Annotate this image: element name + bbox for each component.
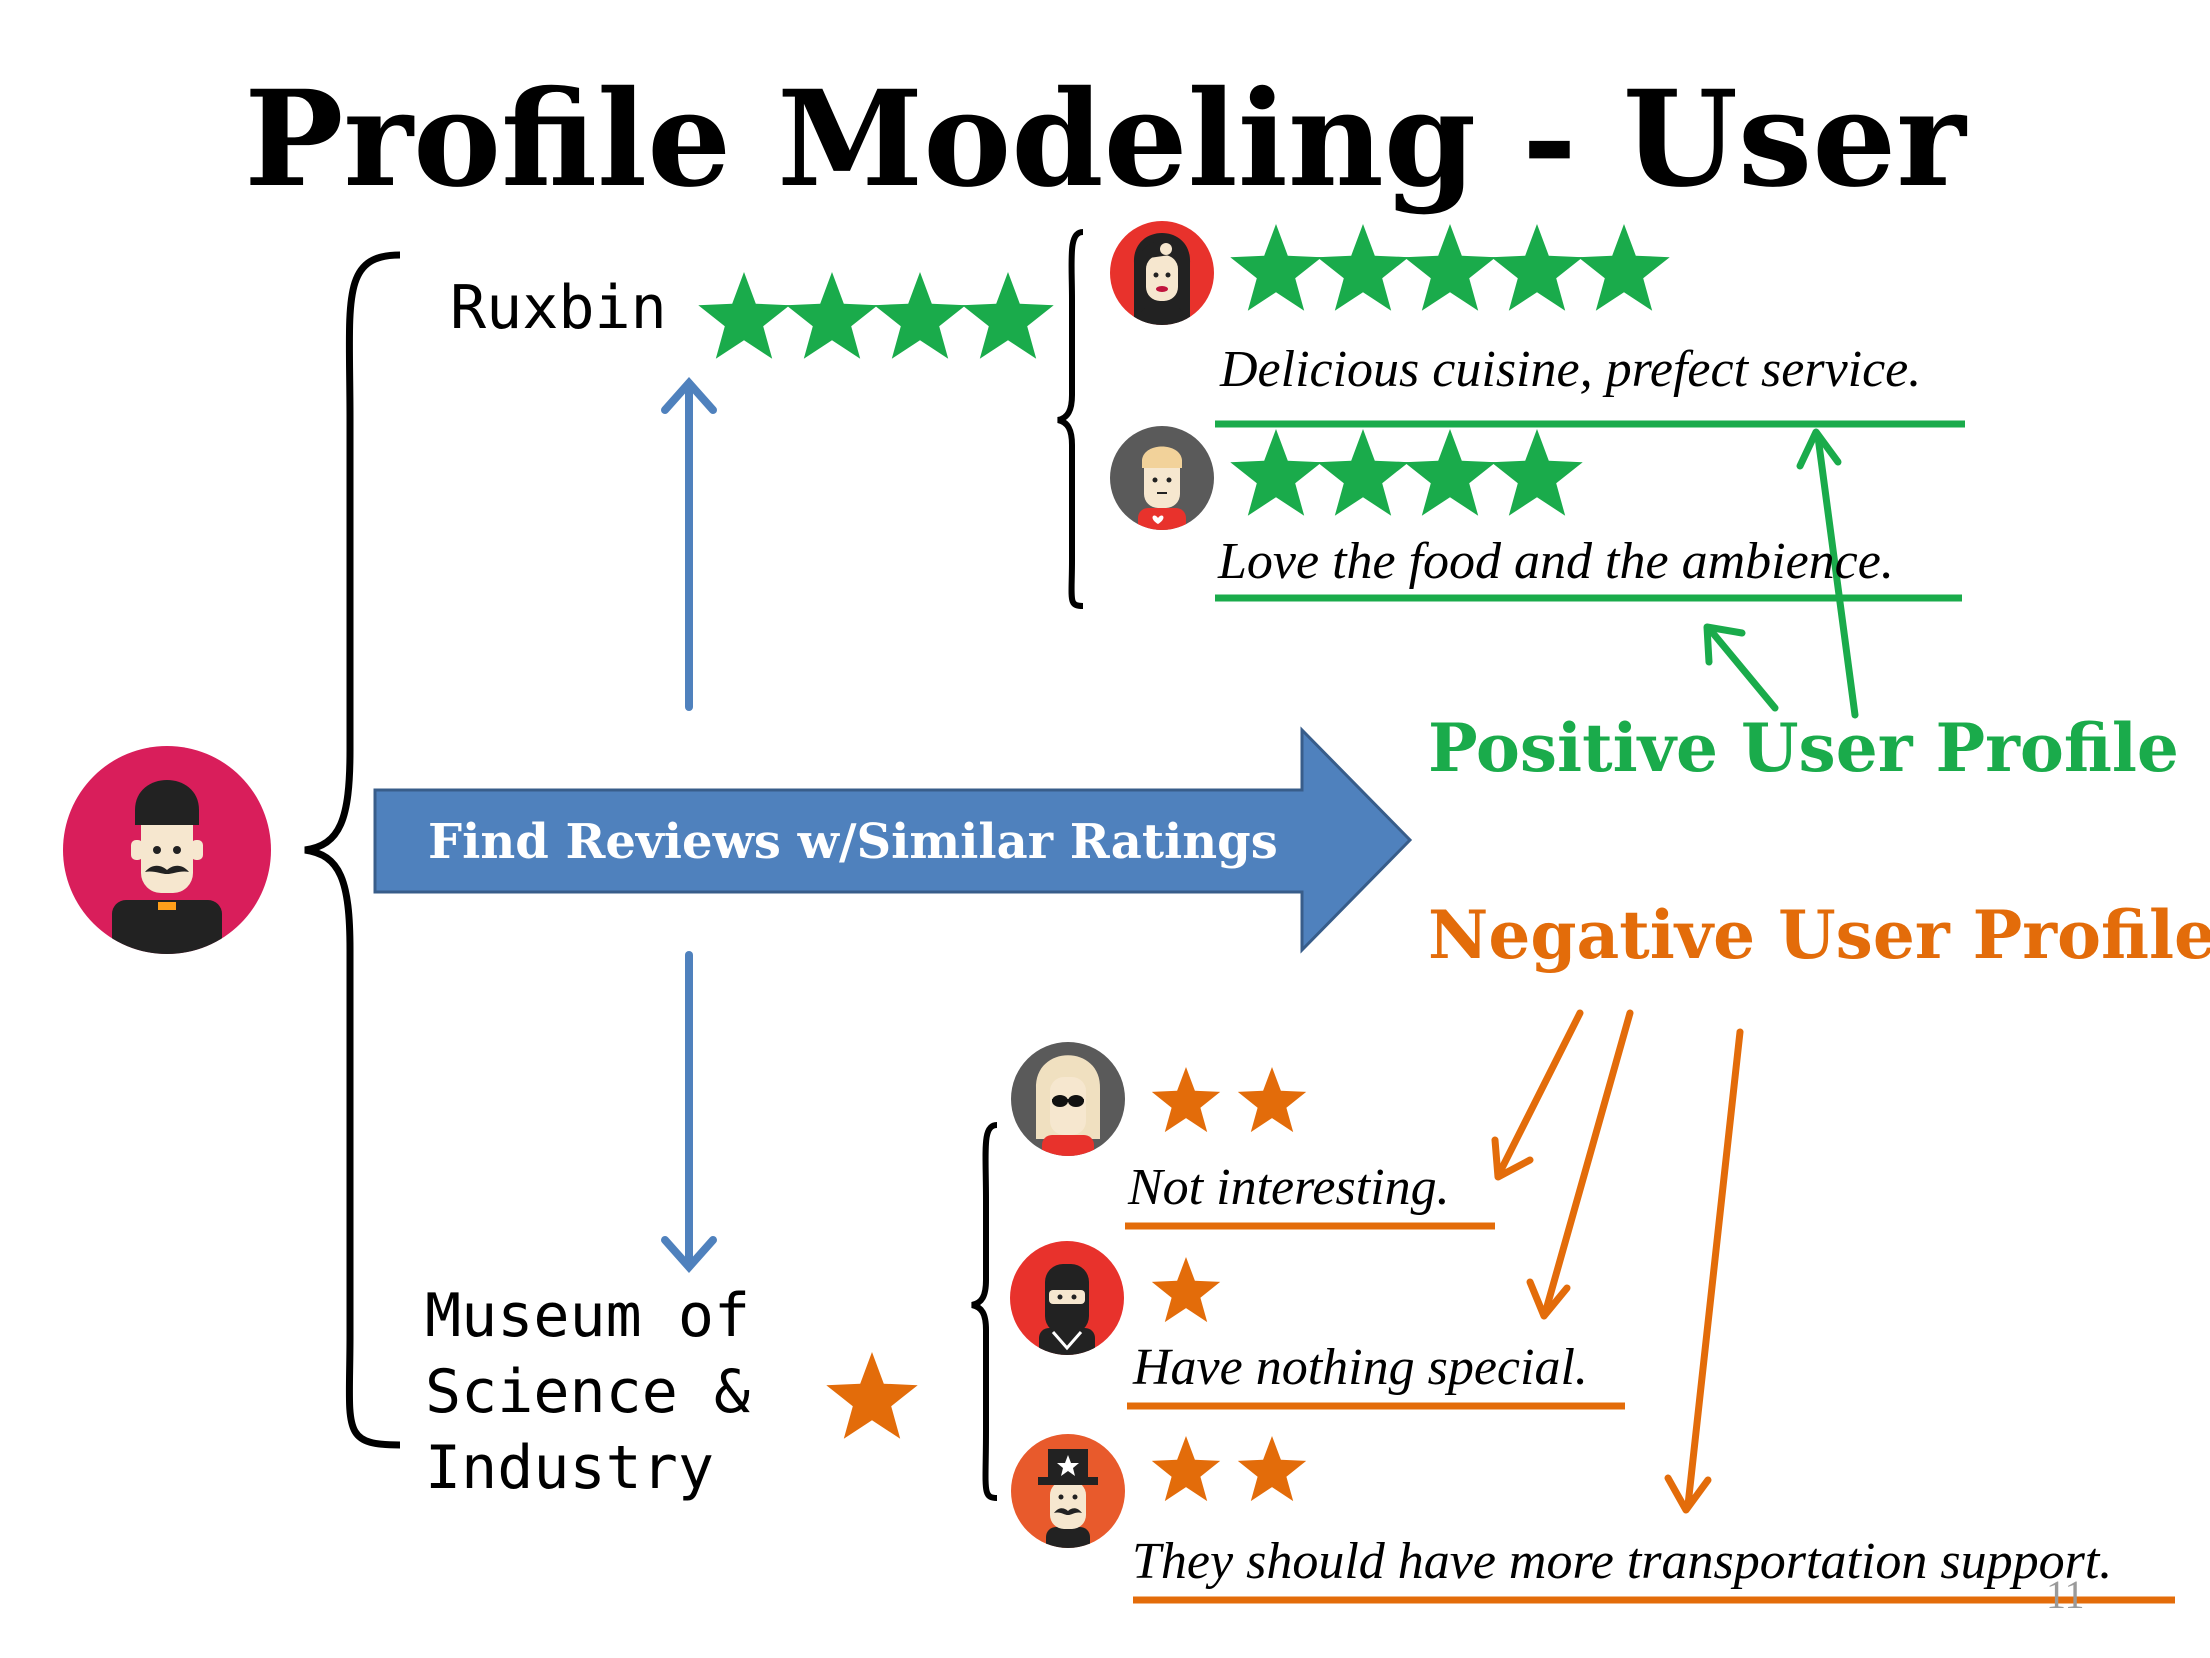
ruxbin-rating-star-2	[786, 272, 878, 359]
sunglasses-avatar-icon	[1011, 1042, 1125, 1156]
review-1-rating-star-3	[1404, 224, 1496, 311]
find-reviews-arrow	[373, 726, 1413, 954]
up-arrow	[661, 376, 717, 711]
positive-profile-label: Positive User Profile	[1428, 709, 2179, 787]
ninja-avatar-icon	[1010, 1241, 1124, 1355]
review-text-4: Have nothing special.	[1133, 1339, 1588, 1396]
ruxbin-rating-star-4	[962, 272, 1054, 359]
user-avatar-icon	[63, 746, 271, 954]
place-rating-stars-top	[698, 272, 1054, 359]
review-1-rating-star-2	[1317, 224, 1409, 311]
review-text-3: Not interesting.	[1128, 1159, 1450, 1216]
review-5-rating-star-1	[1151, 1436, 1221, 1502]
museum-rating-star-1	[826, 1352, 918, 1439]
hat-avatar-icon	[1011, 1434, 1125, 1548]
page-number: 11	[2046, 1572, 2085, 1617]
boy-avatar-icon	[1110, 426, 1214, 530]
review-1-rating-star-5	[1578, 224, 1670, 311]
review-1-rating-star-4	[1491, 224, 1583, 311]
review-2-rating-star-4	[1491, 429, 1583, 516]
review-2-rating-star-1	[1230, 429, 1322, 516]
review-2-rating-star-2	[1317, 429, 1409, 516]
lower-brace	[971, 1122, 998, 1501]
place-name-museum: Museum of Science & Industry	[425, 1281, 751, 1503]
review-3-rating-star-1	[1151, 1067, 1221, 1133]
place-rating-stars-bottom	[826, 1352, 918, 1439]
review-1-rating-star-1	[1230, 224, 1322, 311]
girl-avatar-icon	[1110, 221, 1214, 325]
main-brace	[304, 251, 401, 1449]
review-2-rating-star-3	[1404, 429, 1496, 516]
review-3-rating-star-2	[1237, 1067, 1307, 1133]
positive-pointer-arrows	[1703, 428, 1859, 719]
review-text-5: They should have more transportation sup…	[1132, 1533, 2113, 1590]
negative-pointer-arrows	[1491, 1009, 1744, 1514]
review-text-1: Delicious cuisine, prefect service.	[1220, 341, 1922, 398]
review-rating-stars	[1151, 224, 1670, 1502]
ruxbin-rating-star-3	[874, 272, 966, 359]
negative-profile-label: Negative User Profile	[1428, 896, 2210, 974]
slide-title: Profile Modeling - User	[244, 62, 1966, 217]
review-4-rating-star-1	[1151, 1257, 1221, 1323]
find-reviews-label: Find Reviews w/Similar Ratings	[428, 814, 1278, 870]
down-arrow	[661, 951, 717, 1274]
review-5-rating-star-2	[1237, 1436, 1307, 1502]
upper-brace	[1057, 229, 1084, 609]
ruxbin-rating-star-1	[698, 272, 790, 359]
place-name-ruxbin: Ruxbin	[450, 273, 667, 343]
review-text-2: Love the food and the ambience.	[1218, 533, 1894, 590]
